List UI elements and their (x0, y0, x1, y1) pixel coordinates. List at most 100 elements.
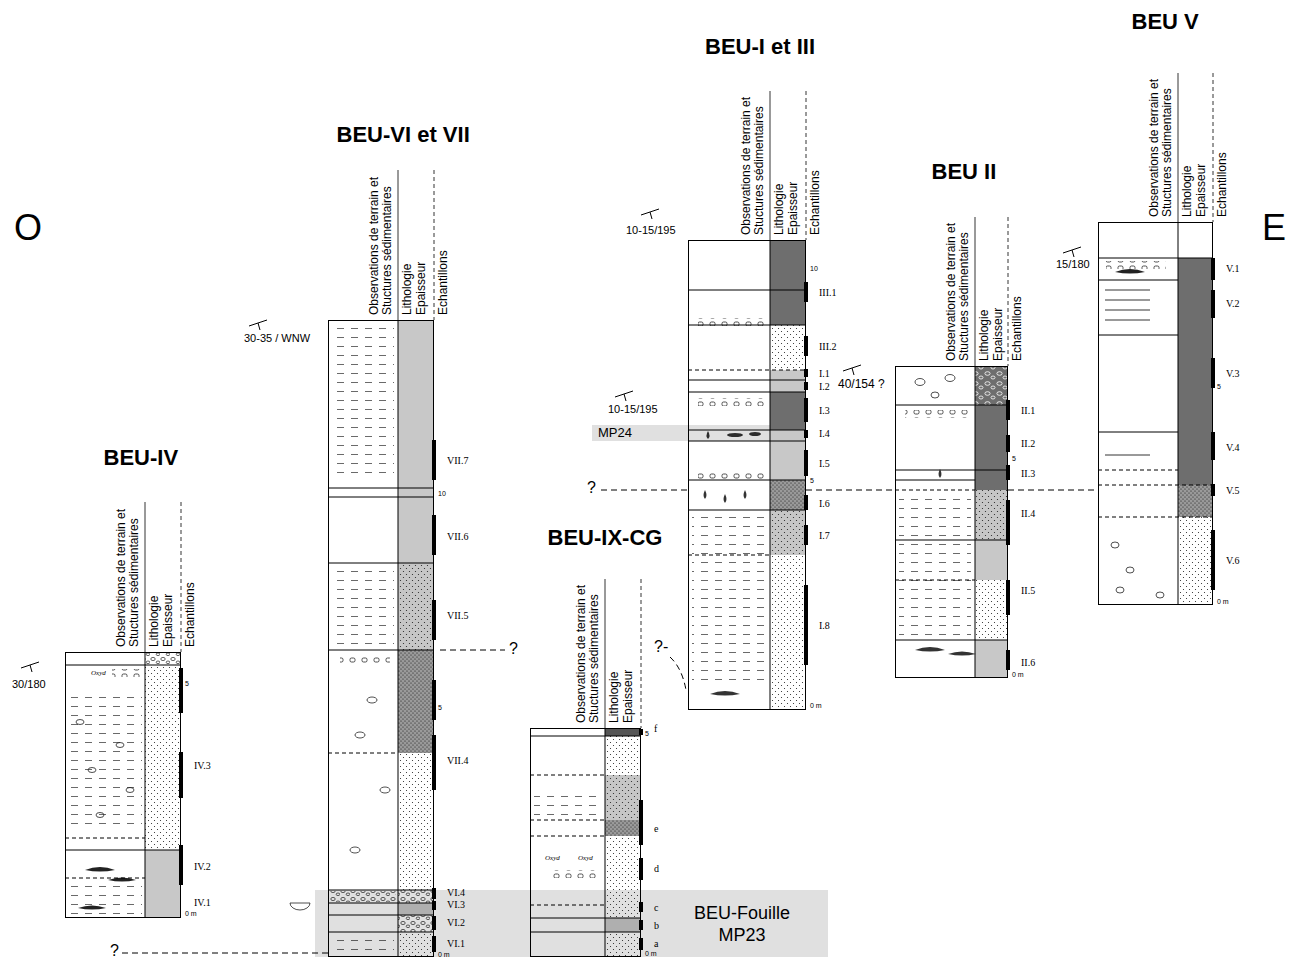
sample-label: V.5 (1226, 484, 1239, 497)
dip-label: 40/154 ? (838, 377, 885, 392)
sample-label: IV.3 (194, 759, 211, 772)
oxyd-note: Oxyd (545, 854, 560, 863)
column-header: Epaisseur (992, 308, 1005, 361)
sample-label: V.2 (1226, 297, 1239, 310)
band-label: MP24 (598, 425, 632, 441)
level-band: MP24 (592, 425, 770, 441)
sample-label: V.6 (1226, 554, 1239, 567)
sample-label: VII.7 (447, 454, 468, 467)
sample-label: I.1 (819, 367, 830, 380)
scale-number: 10 (438, 489, 446, 498)
uncertainty-mark: ? (587, 478, 596, 497)
sample-label: b (654, 919, 659, 932)
dip-label: 10-15/195 (608, 402, 658, 416)
column-header: Epaisseur (1195, 164, 1208, 217)
column-header: Lithologie (1181, 166, 1194, 217)
scale-number: 0 m (185, 909, 197, 918)
oxyd-note: Oxyd (578, 854, 593, 863)
scale-number: 5 (185, 679, 189, 688)
sample-label: V.1 (1226, 262, 1239, 275)
sample-label: II.4 (1021, 507, 1035, 520)
column-header: Lithologie (773, 184, 786, 235)
column-header: Lithologie (608, 672, 621, 723)
column-header: Lithologie (978, 310, 991, 361)
column-header: Echantillons (1216, 152, 1229, 217)
column-header: Echantillons (809, 170, 822, 235)
log-column: BEU VObservations de terrain et Stucture… (1098, 222, 1213, 605)
sample-label: II.3 (1021, 467, 1035, 480)
band-label: BEU-Fouille MP23 (672, 902, 812, 946)
sample-label: I.2 (819, 380, 830, 393)
sample-label: II.6 (1021, 656, 1035, 669)
column-header: Echantillons (1011, 296, 1024, 361)
scale-number: 0 m (438, 950, 450, 959)
log-column: BEU-VI et VIIObservations de terrain et … (328, 320, 434, 957)
sample-label: I.6 (819, 497, 830, 510)
column-header: Observations de terrain et Stuctures séd… (1148, 77, 1174, 217)
column-header: Epaisseur (787, 182, 800, 235)
level-band: BEU-Fouille MP23 (315, 890, 828, 957)
column-header: Observations de terrain et Stuctures séd… (945, 221, 971, 361)
scale-number: 5 (1217, 382, 1221, 391)
sample-label: II.1 (1021, 404, 1035, 417)
sample-label: e (654, 822, 658, 835)
sample-label: I.8 (819, 619, 830, 632)
column-header: Observations de terrain et Stuctures séd… (368, 175, 394, 315)
scale-number: 0 m (1217, 597, 1229, 606)
sample-label: VI.1 (447, 937, 465, 950)
sample-label: a (654, 937, 658, 950)
scale-number: 5 (645, 729, 649, 738)
scale-number: 0 m (1012, 670, 1024, 679)
direction-letter: E (1262, 207, 1286, 249)
sample-label: c (654, 901, 658, 914)
column-header: Epaisseur (415, 262, 428, 315)
correlation-line (1008, 490, 1098, 491)
correlation-line (806, 490, 895, 491)
column-header: Observations de terrain et Stuctures séd… (115, 507, 141, 647)
sample-label: II.5 (1021, 584, 1035, 597)
uncertainty-mark: ?- (654, 637, 668, 656)
sample-label: VI.2 (447, 916, 465, 929)
column-header: Echantillons (437, 250, 450, 315)
scale-number: 0 m (645, 949, 657, 958)
oxyd-note: Oxyd (91, 669, 106, 678)
column-title: BEU-IV (104, 445, 179, 471)
sample-label: I.7 (819, 529, 830, 542)
sample-label: f (654, 722, 657, 735)
sample-label: V.3 (1226, 367, 1239, 380)
scale-number: 5 (810, 476, 814, 485)
dip-label: 30/180 (12, 677, 46, 691)
column-header: Observations de terrain et Stuctures séd… (740, 95, 766, 235)
scale-number: 0 m (810, 701, 822, 710)
dip-label: 10-15/195 (626, 223, 676, 237)
column-title: BEU II (932, 159, 997, 185)
sample-label: IV.2 (194, 860, 211, 873)
column-header: Epaisseur (622, 670, 635, 723)
sample-label: VII.4 (447, 754, 468, 767)
scale-number: 5 (438, 703, 442, 712)
dip-label: 30-35 / WNW (244, 331, 310, 345)
sample-label: V.4 (1226, 441, 1239, 454)
sample-label: I.3 (819, 404, 830, 417)
sample-label: VI.3 (447, 898, 465, 911)
column-header: Epaisseur (162, 594, 175, 647)
sample-label: I.5 (819, 457, 830, 470)
sample-label: III.2 (819, 340, 837, 353)
sample-label: II.2 (1021, 437, 1035, 450)
column-header: Echantillons (184, 582, 197, 647)
sample-label: VI.4 (447, 886, 465, 899)
scale-number: 10 (810, 264, 818, 273)
column-title: BEU-VI et VII (337, 122, 470, 148)
uncertainty-mark: ? (509, 639, 518, 658)
sample-label: d (654, 862, 659, 875)
sample-label: IV.1 (194, 896, 211, 909)
dip-label: 15/180 (1056, 257, 1090, 271)
column-header: Lithologie (401, 264, 414, 315)
sample-label: III.1 (819, 286, 837, 299)
sample-label: I.4 (819, 427, 830, 440)
sample-label: VII.6 (447, 530, 468, 543)
log-column: BEU IIObservations de terrain et Stuctur… (895, 366, 1008, 678)
column-header: Lithologie (148, 596, 161, 647)
